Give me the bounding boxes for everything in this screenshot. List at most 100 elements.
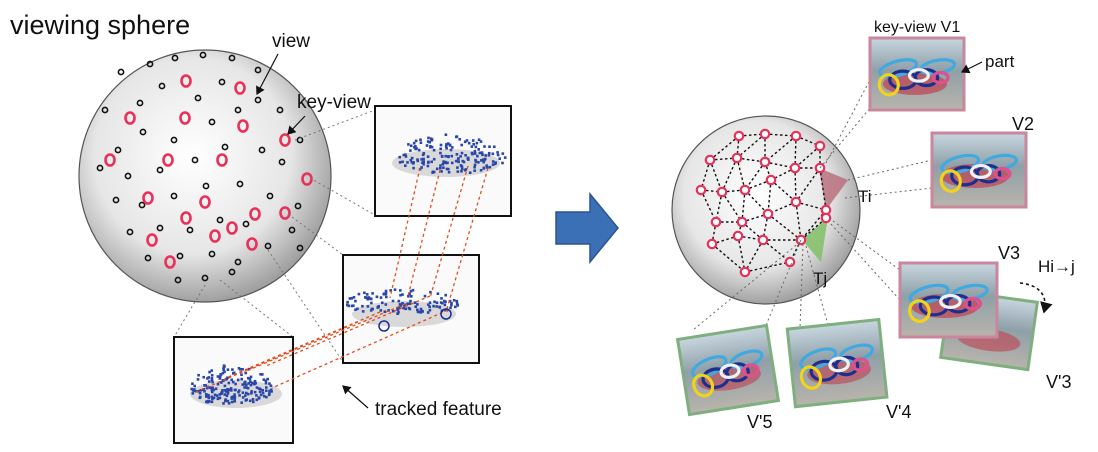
view-marker [96, 164, 104, 172]
feature-point [218, 377, 222, 380]
feature-point [261, 389, 264, 392]
key-view-marker [164, 255, 176, 269]
part-ellipse [725, 362, 750, 383]
feature-point [238, 394, 241, 397]
feature-point [443, 299, 446, 303]
view-marker [276, 106, 284, 114]
feature-point [382, 292, 386, 296]
panel-middle [342, 254, 480, 364]
feature-point [269, 388, 273, 392]
feature-point [352, 296, 356, 299]
view-marker [139, 128, 147, 136]
feature-point [447, 167, 450, 171]
feature-point [206, 377, 209, 380]
feature-point [218, 393, 222, 396]
view-marker [146, 60, 154, 68]
feature-point [464, 168, 468, 171]
feature-point [433, 300, 436, 304]
feature-point [346, 300, 349, 304]
feature-point [413, 301, 417, 304]
part-ellipse [799, 347, 838, 371]
label-tj: Tj [813, 269, 827, 288]
feature-point [475, 141, 479, 145]
feature-point [379, 296, 383, 299]
feature-point [482, 160, 485, 164]
feature-point [410, 161, 414, 164]
view-marker [296, 244, 304, 252]
feature-point [375, 295, 379, 299]
label-ti: Ti [858, 187, 872, 206]
feature-point [222, 402, 225, 405]
feature-point [243, 381, 246, 385]
view-marker [228, 268, 236, 276]
feature-point [230, 400, 234, 404]
thumb-v5-prime [675, 323, 781, 417]
view-marker [158, 82, 166, 90]
thumb-v3 [898, 261, 999, 339]
feature-point [366, 305, 370, 308]
mesh-edge [736, 135, 740, 159]
feature-point [460, 151, 464, 155]
feature-point [501, 152, 505, 155]
feature-point [245, 398, 248, 401]
feature-point [417, 148, 421, 152]
feature-point [191, 392, 195, 395]
mesh-node [765, 174, 777, 186]
feature-point [257, 387, 261, 390]
feature-point [377, 305, 380, 309]
feature-point [230, 389, 233, 392]
feature-point [481, 158, 485, 161]
feature-point [249, 375, 253, 379]
feature-point [384, 303, 388, 306]
feature-point [234, 388, 237, 392]
feature-point [487, 151, 491, 155]
feature-point [202, 375, 205, 379]
feature-point [431, 170, 435, 174]
label-v2: V2 [1012, 114, 1034, 134]
feature-point [429, 290, 432, 294]
feature-point [456, 304, 459, 307]
part-ellipse [690, 355, 728, 379]
feature-point [259, 373, 262, 376]
feature-point [210, 389, 214, 392]
feature-point [230, 395, 234, 399]
feature-point [354, 299, 357, 303]
feature-point [450, 303, 453, 307]
label-tracked-feature: tracked feature [375, 399, 502, 420]
thumb-v2 [930, 131, 1028, 209]
mesh-node [695, 184, 707, 196]
feature-point [422, 152, 426, 155]
mesh-edge [709, 159, 723, 193]
feature-point [261, 373, 264, 376]
feature-point [429, 137, 433, 140]
feature-point [407, 143, 410, 146]
feature-point [247, 382, 251, 385]
feature-point [404, 307, 407, 311]
key-view-marker [124, 111, 136, 125]
feature-point [474, 158, 477, 162]
mesh-node [759, 128, 771, 140]
feature-point [249, 383, 253, 387]
track-lines [195, 165, 489, 393]
view-marker [124, 172, 132, 180]
feature-point [484, 154, 487, 157]
part-ellipse [913, 68, 940, 88]
mesh-edge [794, 167, 797, 203]
mesh-node [820, 212, 832, 224]
view-marker [216, 216, 224, 224]
panel-top [374, 105, 512, 217]
feature-point [481, 153, 484, 157]
feature-point [496, 151, 499, 154]
part-ellipse [944, 293, 972, 314]
feature-point [393, 288, 397, 291]
feature-point [250, 392, 253, 395]
mesh-node [757, 234, 769, 246]
view-marker [201, 274, 209, 282]
mesh-edge [721, 157, 738, 193]
feature-point [269, 384, 273, 387]
feature-point [206, 395, 209, 398]
feature-point [213, 393, 217, 397]
feature-point [384, 289, 388, 293]
view-marker [221, 143, 229, 151]
view-marker [202, 182, 210, 190]
